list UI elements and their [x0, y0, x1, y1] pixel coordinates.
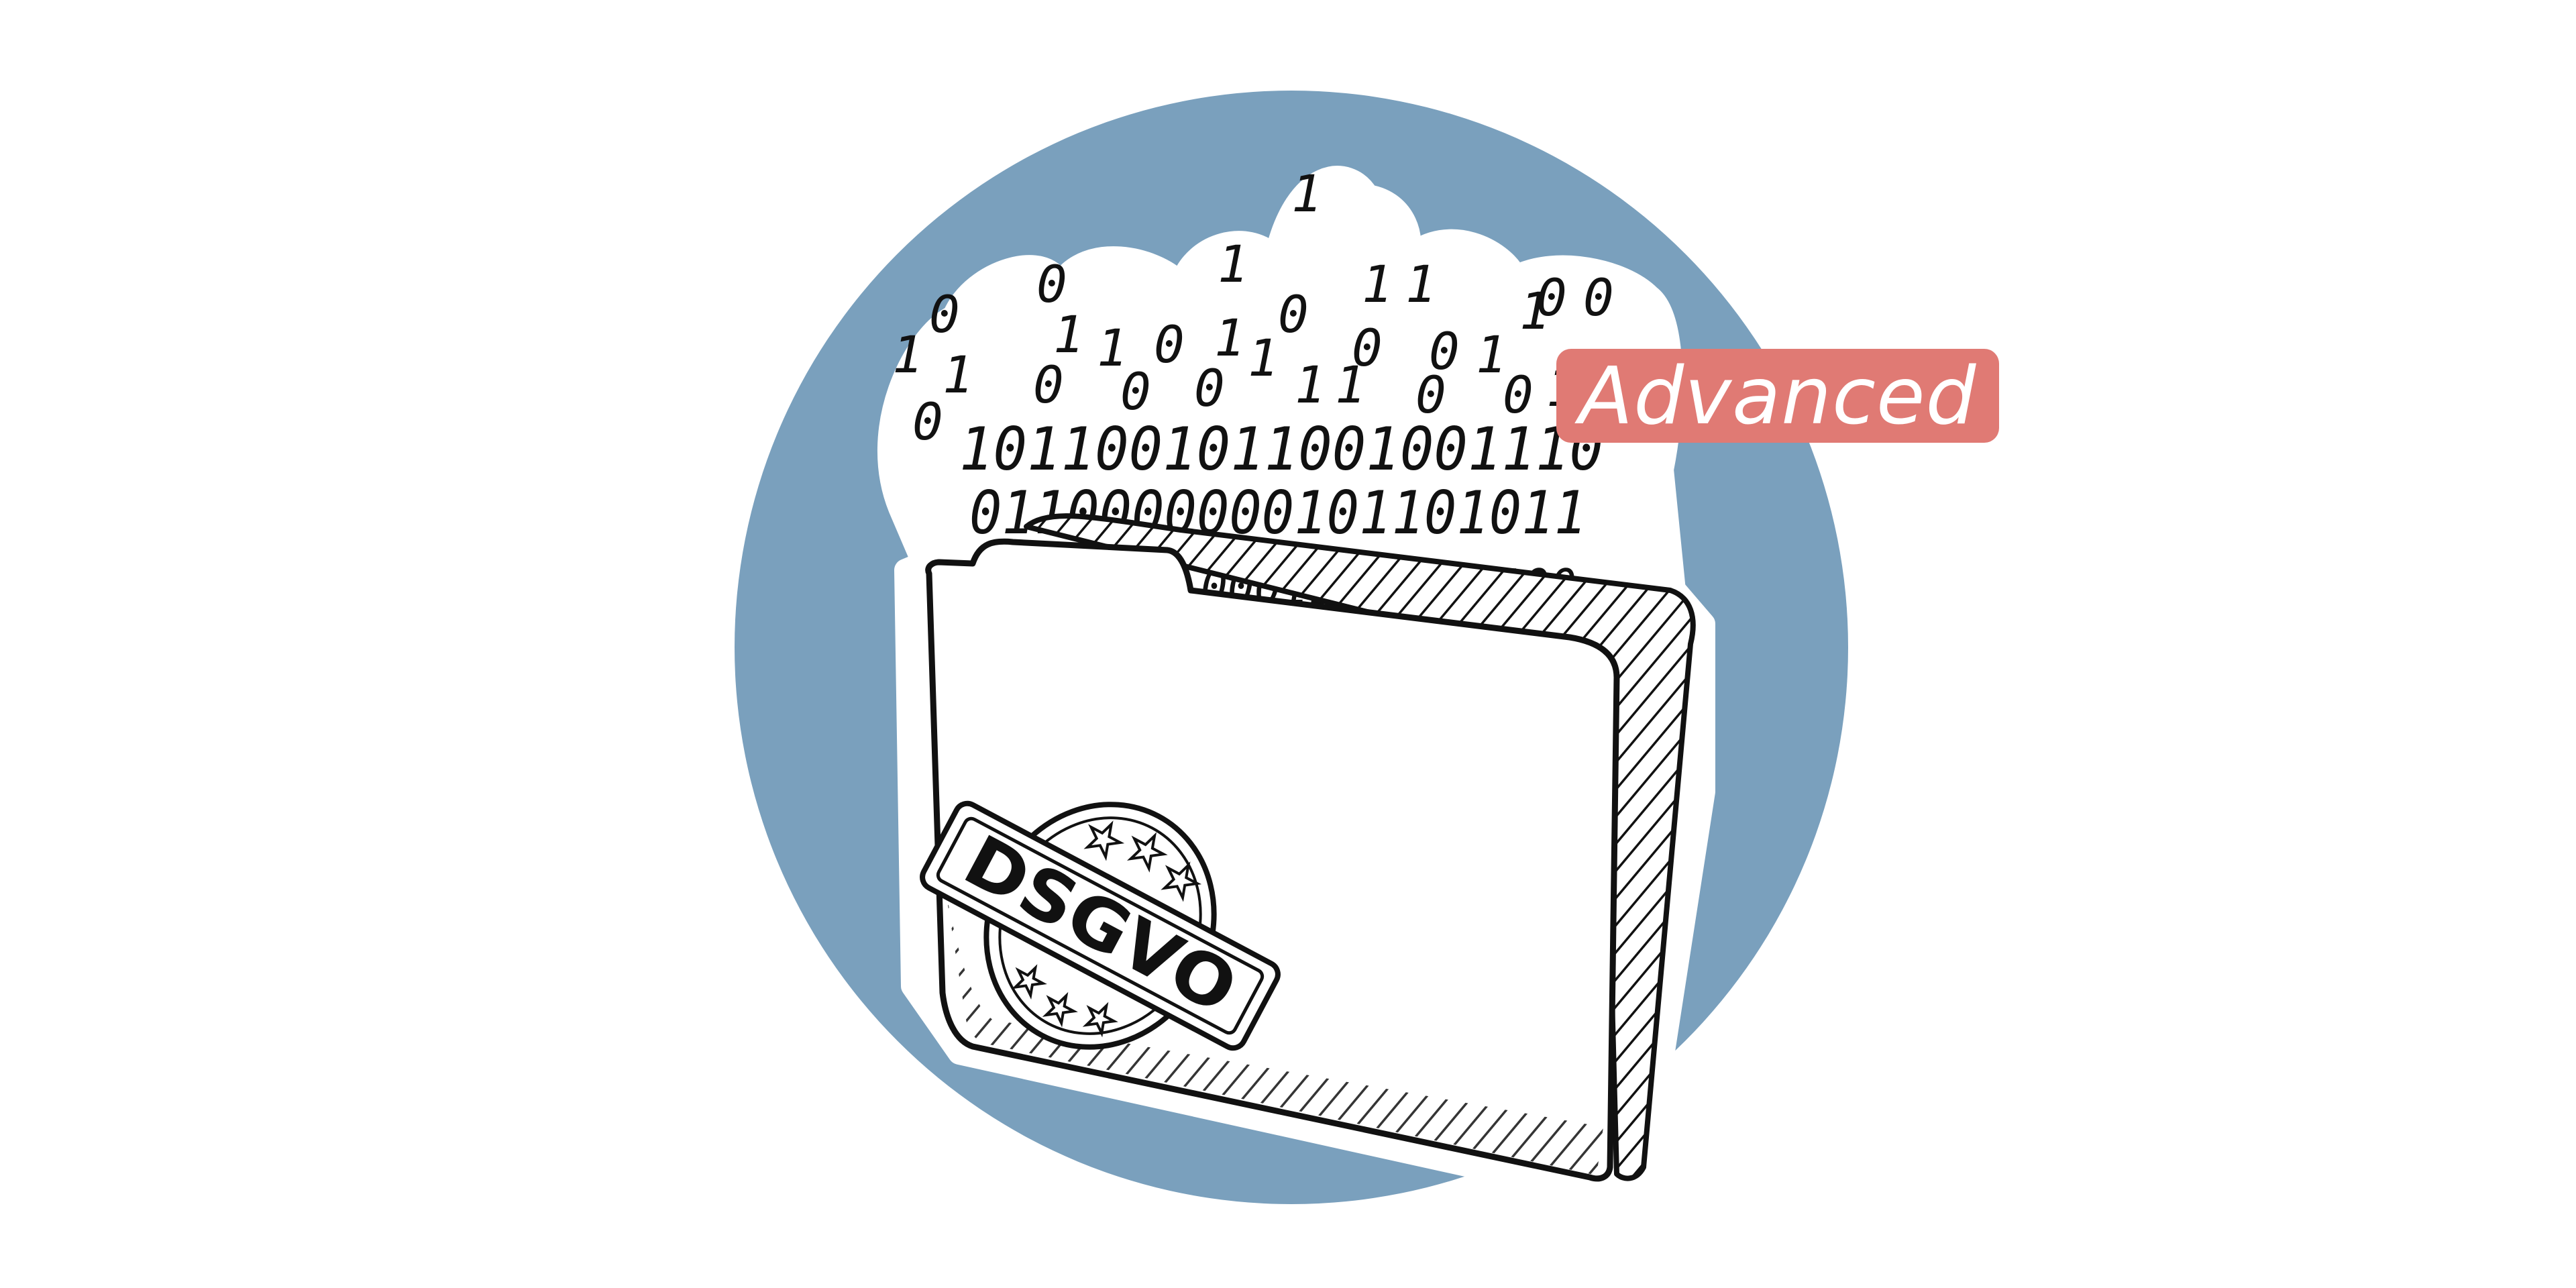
digit: 0 — [1154, 315, 1185, 374]
binary-row: 1011001011001001110 — [959, 415, 1603, 484]
digit: 1 — [1405, 254, 1436, 314]
digit: 1 — [1053, 305, 1084, 364]
folder-back — [1024, 513, 1696, 1181]
digit: 0 — [1429, 321, 1460, 381]
digit: 0 — [912, 392, 943, 451]
digit: 0 — [1583, 268, 1614, 327]
binary-cloud-backdrop — [877, 166, 1688, 614]
digit: 1 — [1214, 308, 1245, 368]
digit: 1 — [1519, 281, 1550, 341]
scattered-digits: 0 0 1 1 0 0 1 1 0 0 1 1 1 0 1 1 0 0 0 1 … — [892, 164, 1614, 451]
stamp-banner-inner — [936, 816, 1265, 1035]
digit: 1 — [1291, 164, 1322, 223]
digit: 0 — [1352, 318, 1383, 378]
digit: 0 — [1194, 358, 1225, 418]
digit: 1 — [943, 345, 973, 405]
digit: 0 — [1120, 362, 1151, 421]
digit: 0 — [1536, 268, 1567, 327]
digit: 1 — [1218, 234, 1248, 294]
digit: 1 — [1476, 325, 1507, 384]
digit: 0 — [1033, 355, 1064, 415]
digit: 1 — [1295, 355, 1326, 415]
digit: 1 — [1248, 328, 1279, 388]
stamp-banner — [920, 800, 1281, 1051]
digit: 1 — [1362, 254, 1393, 314]
folder-shade — [946, 892, 1603, 1175]
digit: 1 — [1097, 318, 1128, 378]
stamp-icon: ★ ★ ★ ★ ★ ★ DSGVO — [920, 800, 1281, 1051]
advanced-badge: Advanced — [1556, 349, 1999, 443]
digit: 0 — [1415, 365, 1446, 425]
digit: 1 — [1335, 355, 1366, 415]
digit: 0 — [1503, 365, 1534, 425]
digit: 0 — [1036, 254, 1067, 314]
digit: 0 — [1278, 284, 1309, 344]
digit: 0 — [929, 284, 960, 344]
digit: 1 — [892, 325, 923, 384]
